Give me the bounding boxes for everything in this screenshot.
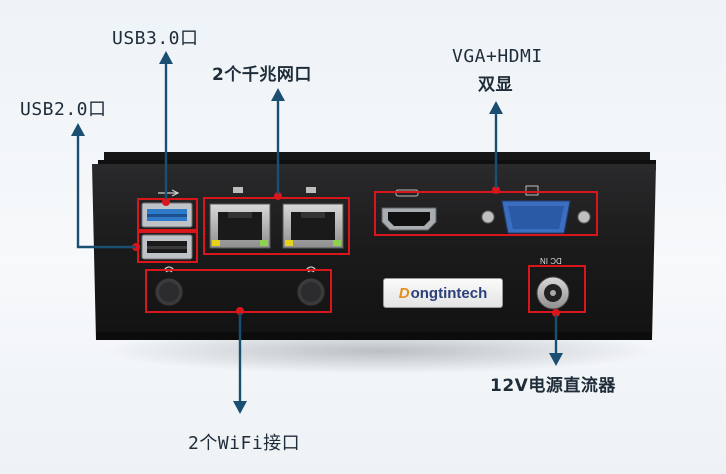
usb-symbol-icon	[158, 189, 180, 197]
hdmi-port	[381, 207, 437, 231]
dc-in-label: DC IN	[540, 256, 562, 265]
lan-port-1	[209, 203, 271, 249]
usb3-port	[141, 202, 193, 228]
video-callout-box	[374, 191, 598, 236]
arrow-heads	[71, 51, 563, 414]
logo-initial: D	[398, 284, 410, 302]
usb2-arrow	[76, 132, 136, 249]
usb3-label: USB3.0口	[112, 28, 199, 49]
usb2-port	[141, 234, 193, 260]
lan-port-2	[282, 203, 344, 249]
monitor-icon	[525, 185, 539, 196]
dc-label: 12V电源直流器	[490, 376, 616, 396]
wifi-label: 2个WiFi接口	[188, 433, 301, 454]
wifi-antenna-1	[154, 277, 184, 307]
lan-label: 2个千兆网口	[212, 65, 312, 85]
network-icon	[233, 187, 316, 193]
vga-hdmi-label: VGA+HDMI	[452, 46, 543, 67]
logo-text: ongtintech	[410, 284, 488, 302]
callout-arrows	[76, 60, 558, 404]
dc-in-port	[536, 276, 570, 310]
dual-display-label: 双显	[478, 75, 513, 95]
wifi-antenna-2	[296, 277, 326, 307]
usb2-label: USB2.0口	[20, 99, 107, 120]
vga-port	[481, 200, 591, 234]
